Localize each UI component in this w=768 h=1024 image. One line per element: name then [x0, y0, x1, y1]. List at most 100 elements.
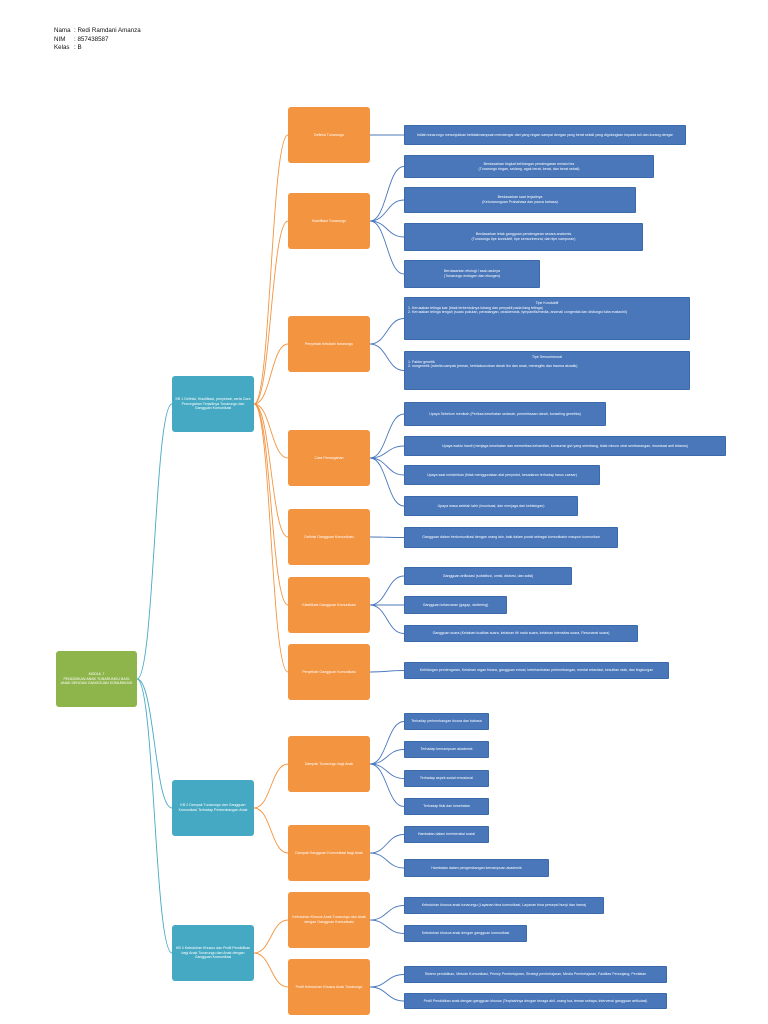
detail-klasifikasi-tingkat[interactable]: Berdasarkan tingkat kehilangan pendengar…	[404, 155, 654, 178]
connector-kb2-topic	[253, 807, 289, 854]
detail-title: Tipe Sensorineural	[531, 355, 563, 359]
detail-tipe-sensorineural[interactable]: Tipe Sensorineural 1. Faktor genetik 2. …	[404, 351, 690, 390]
detail-pencegahan-setelah-lahir[interactable]: Upaya masa setelah lahir (imunisasi, dan…	[404, 496, 578, 516]
detail-definisi-tunarungu[interactable]: Istilah tunarungu menunjukkan ketidakmam…	[404, 125, 686, 145]
nim-label: NIM	[54, 35, 66, 43]
connector-kb1-topic	[253, 403, 289, 606]
root-subtitle: PENDIDIKAN ANAK TUNARUNGU BAGI ANAK DENG…	[60, 676, 133, 686]
topic-definisi-gangguan-komunikasi[interactable]: Definisi Gangguan Komunikasi	[288, 509, 370, 565]
connector-topic-detail	[369, 852, 405, 869]
connector-topic-detail	[369, 220, 405, 275]
detail-kebutuhan-tunarungu[interactable]: Kebutuhan khusus anak tunarungu (Layanan…	[404, 897, 604, 914]
detail-definisi-gangguan-komunikasi[interactable]: Gangguan dalam berkomunikasi dengan oran…	[404, 527, 618, 548]
topic-cara-pencegahan[interactable]: Cara Pencegahan	[288, 430, 370, 486]
detail-gangguan-suara[interactable]: Gangguan suara (Kelainan kualitas suara,…	[404, 625, 638, 642]
connector-topic-detail	[369, 834, 405, 854]
detail-text: (Tunarungu tipe konduktif, tipe sensorin…	[471, 237, 576, 241]
connector-root-kb3	[136, 678, 173, 954]
detail-text: 2. Kerusakan telinga tengah (suatu pukul…	[408, 310, 627, 315]
detail-klasifikasi-letak[interactable]: Berdasarkan letak gangguan pendengaran s…	[404, 223, 643, 251]
connector-kb1-topic	[253, 134, 289, 405]
detail-text: 1. Kerusakan telinga luar (tidak terbent…	[408, 305, 543, 310]
connector-kb1-topic	[253, 220, 289, 405]
detail-gangguan-kelancaran[interactable]: Gangguan kelancaran (gagap, stuttering)	[404, 596, 507, 614]
connector-topic-detail	[369, 199, 405, 222]
detail-text: (Tunarungu endogen dan eksogen)	[443, 274, 501, 278]
detail-text: Berdasarkan tingkat kehilangan pendengar…	[483, 161, 575, 166]
kelas-value: : B	[74, 44, 82, 52]
connector-topic-detail	[369, 986, 405, 1002]
detail-gangguan-artikulasi[interactable]: Gangguan artikulasi (substitusi, omisi, …	[404, 567, 572, 585]
kb1-node[interactable]: KB 1 Definisi, Klasifikasi, penyebab, se…	[172, 376, 254, 432]
detail-sistem-pendidikan[interactable]: Sistem pendidikan, Metode Komunikasi, Pr…	[404, 966, 667, 983]
detail-klasifikasi-saat[interactable]: Berdasarkan saat terjadinya (Ketunarungu…	[404, 187, 636, 213]
topic-klasifikasi-tunarungu[interactable]: Klasifikasi Tunarungu	[288, 193, 370, 249]
connector-kb2-topic	[253, 763, 289, 809]
root-node-modul-7[interactable]: MODUL 7 PENDIDIKAN ANAK TUNARUNGU BAGI A…	[56, 651, 137, 707]
detail-text: Berdasarkan etiologi / asal-usulnya	[444, 269, 500, 274]
connector-kb1-topic	[253, 343, 289, 405]
detail-klasifikasi-etiologi[interactable]: Berdasarkan etiologi / asal-usulnya (Tun…	[404, 260, 540, 288]
detail-pencegahan-hamil[interactable]: Upaya waktu hamil (menjaga kesehatan dan…	[404, 436, 726, 456]
detail-dampak-fisik-kesehatan[interactable]: Terhadap fisik dan kesehatan	[404, 798, 489, 815]
detail-text: 2. nongenetik (rubella campak jerman, ke…	[408, 364, 578, 369]
connector-topic-detail	[369, 220, 405, 238]
connector-kb1-topic	[253, 403, 289, 459]
detail-pencegahan-melahirkan[interactable]: Upaya saat melahirkan (tidak menggunakan…	[404, 465, 600, 485]
detail-text: (Ketunarunguan Prabahasa dan pasca bahas…	[482, 200, 558, 204]
connector-topic-detail	[369, 721, 405, 765]
kb3-node[interactable]: KB 3 Kebutuhan Khusus dan Profil Pendidi…	[172, 925, 254, 981]
connector-kb3-topic	[253, 952, 289, 988]
topic-penyebab-gangguan-komunikasi[interactable]: Penyebab Gangguan Komunikasi	[288, 644, 370, 700]
detail-hambatan-sosial[interactable]: Hambatan dalam berinteraksi sosial	[404, 826, 489, 843]
detail-penyebab-gangguan-komunikasi[interactable]: Kehilangan pendengaran, Kelainan organ b…	[404, 662, 669, 679]
detail-dampak-bicara-bahasa[interactable]: Terhadap perkembangan bicara dan bahasa	[404, 713, 489, 730]
name-value: : Redi Ramdani Amanza	[74, 27, 141, 34]
connector-topic-detail	[369, 905, 405, 921]
topic-kebutuhan-khusus[interactable]: Kebutuhan Khusus Anak Tunarungu dan Anak…	[288, 892, 370, 948]
detail-hambatan-akademik[interactable]: Hambatan dalam pengembangan kemampuan ak…	[404, 859, 549, 877]
connector-topic-detail	[369, 749, 405, 765]
detail-tipe-konduktif[interactable]: Tipe Konduktif 1. Kerusakan telinga luar…	[404, 297, 690, 340]
connector-topic-detail	[369, 670, 405, 673]
topic-penyebab-ketulian[interactable]: Penyebab Ketulian/ tunarungu	[288, 316, 370, 372]
connector-root-kb2	[136, 678, 173, 809]
connector-kb1-topic	[253, 403, 289, 673]
name-label: Nama	[54, 27, 71, 34]
topic-klasifikasi-gangguan-komunikasi[interactable]: Klasifikasi Gangguan Komunikasi	[288, 577, 370, 633]
connector-topic-detail	[369, 575, 405, 606]
connector-topic-detail	[369, 445, 405, 459]
topic-profil-kebutuhan-khusus[interactable]: Profil Kebutuhan Khusus Anak Tunarungu	[288, 959, 370, 1015]
connector-topic-detail	[369, 974, 405, 988]
connector-root-kb1	[136, 403, 173, 680]
connector-kb1-topic	[253, 403, 289, 538]
kelas-label: Kelas	[54, 44, 70, 52]
detail-dampak-akademis[interactable]: Terhadap kemampuan akademis	[404, 741, 489, 758]
detail-kebutuhan-gangguan-komunikasi[interactable]: Kebutuhan khusus anak dengan gangguan ko…	[404, 925, 527, 942]
connector-topic-detail	[369, 604, 405, 634]
nim-value: : 857438587	[74, 35, 109, 43]
connector-topic-detail	[369, 457, 405, 507]
topic-dampak-tunarungu[interactable]: Dampak Tunarungu bagi Anak	[288, 736, 370, 792]
connector-topic-detail	[369, 763, 405, 807]
connector-kb3-topic	[253, 919, 289, 954]
detail-pencegahan-sebelum-menikah[interactable]: Upaya Sebelum menikah (Periksa kesehatan…	[404, 402, 606, 426]
connector-topic-detail	[369, 413, 405, 459]
connector-topic-detail	[369, 763, 405, 779]
detail-text: Berdasarkan letak gangguan pendengaran s…	[475, 232, 572, 237]
detail-text: Berdasarkan saat terjadinya	[497, 195, 543, 200]
topic-definisi-tunarungu[interactable]: Definisi Tunarungu	[288, 107, 370, 163]
detail-text: (Tunarungu ringan, sedang, agak berat, b…	[478, 166, 580, 171]
detail-text: 1. Faktor genetik	[408, 359, 435, 364]
detail-title: Tipe Konduktif	[535, 301, 559, 305]
detail-profil-pendidikan[interactable]: Profil Pendidikan anak dengan gangguan k…	[404, 993, 667, 1009]
detail-dampak-sosial-emosional[interactable]: Terhadap aspek sosial emosional	[404, 770, 489, 787]
connector-topic-detail	[369, 919, 405, 934]
connector-topic-detail	[369, 318, 405, 345]
topic-dampak-gangguan-komunikasi[interactable]: Dampak Gangguan Komunikasi bagi Anak	[288, 825, 370, 881]
kb2-node[interactable]: KB 2 Dampak Tunarungu dan Gangguan Komun…	[172, 780, 254, 836]
connector-topic-detail	[369, 536, 405, 538]
connector-topic-detail	[369, 166, 405, 222]
connector-topic-detail	[369, 343, 405, 371]
